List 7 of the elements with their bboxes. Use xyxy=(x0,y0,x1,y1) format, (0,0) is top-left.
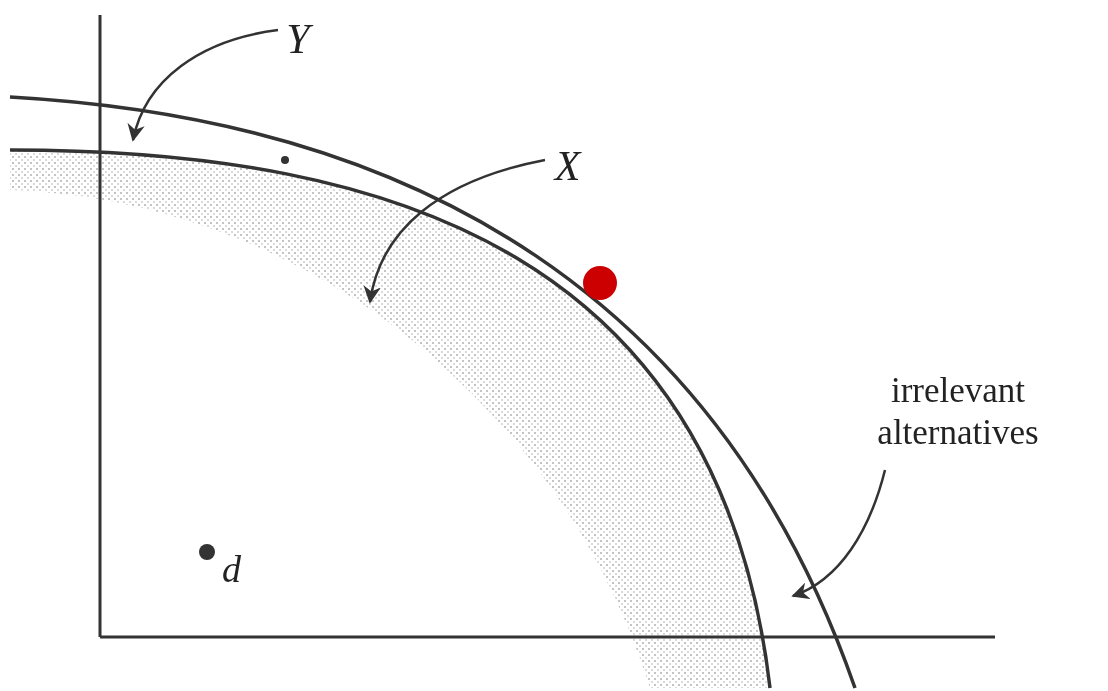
curve-label: X xyxy=(552,142,583,191)
leader-arrow xyxy=(128,28,279,142)
curve-label: Y xyxy=(278,8,318,71)
point-label: d xyxy=(222,550,241,588)
curve-label: irrelevant alternatives xyxy=(876,370,1040,454)
leader-arrow xyxy=(364,158,546,304)
leader-arrow xyxy=(791,469,887,599)
